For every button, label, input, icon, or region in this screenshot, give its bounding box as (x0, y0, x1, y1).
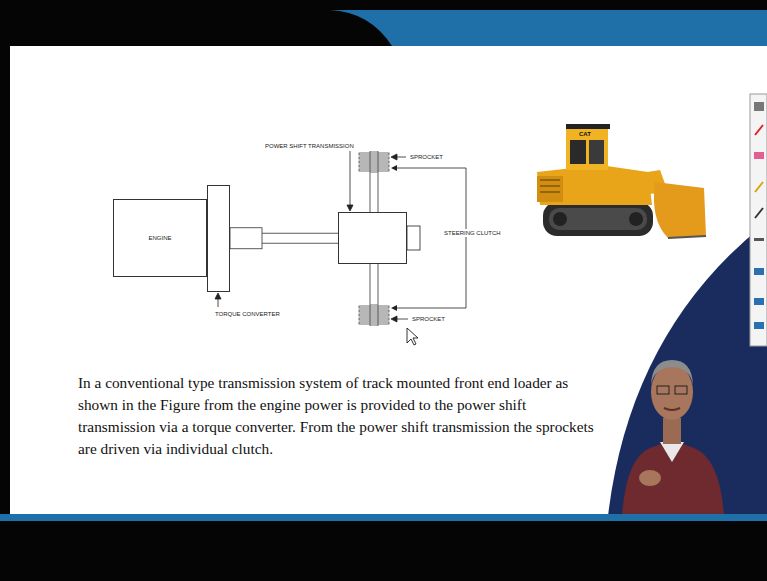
shaft-line (262, 233, 338, 243)
arrowhead (391, 305, 397, 311)
leader-line (218, 299, 219, 307)
arrowhead (391, 316, 397, 322)
sprocket-plates (358, 151, 390, 173)
callout-label: SPROCKET (410, 154, 443, 160)
arrowhead (215, 293, 221, 299)
arrowhead (347, 205, 353, 211)
top-blue-band (330, 10, 767, 46)
slide-paragraph: In a conventional type transmission syst… (78, 372, 600, 460)
callout-label: POWER SHIFT TRANSMISSION (265, 143, 354, 149)
track-loader-illustration (537, 124, 706, 238)
sprocket: SPROCKET (358, 304, 390, 326)
connector (370, 173, 378, 212)
leader-line (350, 151, 351, 206)
transmission-box: POWER SHIFT TRANSMISSION (338, 212, 407, 264)
connector (230, 228, 338, 249)
presenter (622, 360, 724, 516)
shaft-coupling (230, 228, 262, 249)
mouse-cursor (407, 328, 418, 345)
connector (370, 264, 378, 304)
connector-line (397, 168, 466, 308)
callout-label: SPROCKET (412, 316, 445, 322)
top-bar (0, 0, 767, 46)
leader-line (397, 319, 408, 320)
leader-line (397, 157, 406, 158)
arrowhead (391, 154, 397, 160)
presenter-backdrop (608, 222, 767, 516)
sprocket: SPROCKET (358, 151, 390, 173)
left-edge (0, 46, 10, 516)
pen-toolbar (750, 94, 767, 346)
bottom-bar (0, 521, 767, 581)
sprocket-plates (358, 304, 390, 326)
callout-label: TORQUE CONVERTER (215, 311, 280, 317)
engine-box: ENGINE (113, 199, 207, 277)
shaft-line (370, 173, 378, 212)
arrowhead (391, 165, 397, 171)
bottom-blue-line (0, 514, 767, 521)
logo-text: CAT (578, 131, 592, 137)
torque-converter: TORQUE CONVERTER (207, 185, 230, 292)
diagram-leaders (215, 151, 420, 322)
shaft-line (370, 264, 378, 304)
transmission-output-stub (407, 226, 420, 250)
box-label: ENGINE (148, 235, 171, 241)
connector-label: STEERING CLUTCH (442, 229, 503, 237)
